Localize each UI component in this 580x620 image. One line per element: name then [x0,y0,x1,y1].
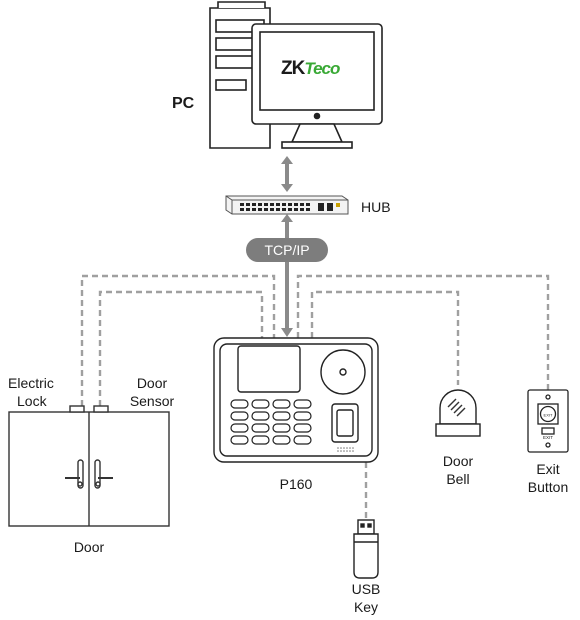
speaker-dot [343,450,345,452]
hub-port [264,203,268,206]
keypad-key [230,435,249,445]
pc-label: PC [172,95,195,112]
hub-port [252,203,256,206]
door-sensor-label-line2: Sensor [129,393,175,409]
hub-led [336,203,340,207]
door-bell-icon [435,389,481,437]
door-label: Door [73,539,105,555]
svg-text:EXIT: EXIT [543,435,553,440]
hub-port [288,203,292,206]
device-label: P160 [279,476,313,492]
hub-icon [225,195,349,215]
keypad-key [251,411,270,421]
hub-port [327,203,333,211]
hub-port [282,208,286,211]
exit-button-icon: EXIT EXIT [527,389,569,453]
speaker-dot [349,447,351,449]
electric-lock-label-line1: Electric [8,375,54,391]
hub-port [300,208,304,211]
svg-text:EXIT: EXIT [544,413,553,418]
hub-device-link [281,214,293,337]
usb-key-label-line2: Key [353,599,379,615]
hub-port [282,203,286,206]
zkteco-logo: ZKTeco [281,58,340,79]
door-sensor-label-line1: Door [136,375,168,391]
hub-port [288,208,292,211]
hub-port [240,203,244,206]
speaker-dot [352,450,354,452]
hub-port [252,208,256,211]
door-icon [8,405,170,527]
keypad-key [230,399,249,409]
tcp-ip-label: TCP/IP [264,242,310,258]
hub-port [300,203,304,206]
keypad-key [293,435,312,445]
hub-port [276,208,280,211]
hub-port [246,208,250,211]
door-bell-label-line1: Door [442,453,474,469]
keypad-key [251,435,270,445]
door-bell-label-line2: Bell [446,471,470,487]
hub-label: HUB [361,199,391,215]
keypad-key [251,423,270,433]
speaker-dot [340,450,342,452]
speaker-dot [337,447,339,449]
hub-port [258,208,262,211]
hub-port [258,203,262,206]
speaker-dot [346,447,348,449]
speaker-dot [340,447,342,449]
hub-port [270,208,274,211]
hub-port [246,203,250,206]
usb-key-icon [353,519,379,579]
electric-lock-label-line2: Lock [17,393,47,409]
keypad-key [230,423,249,433]
dashed-wiring [80,274,550,518]
hub-port [306,208,310,211]
tcp-ip-badge [246,238,328,262]
keypad-key [272,423,291,433]
hub-port [318,203,324,211]
speaker-dot [346,450,348,452]
keypad-key [293,411,312,421]
keypad-key [293,399,312,409]
p160-device-icon [213,337,379,463]
usb-key-label-line1: USB [351,581,381,597]
hub-port [276,203,280,206]
hub-port [294,208,298,211]
speaker-dot [349,450,351,452]
monitor-icon [251,23,383,149]
keypad-key [272,435,291,445]
hub-port [240,208,244,211]
keypad-key [293,423,312,433]
speaker-dot [352,447,354,449]
pc-hub-link [281,156,293,192]
speaker-dot [343,447,345,449]
keypad-key [272,411,291,421]
hub-port [306,203,310,206]
exit-button-label-line1: Exit [536,461,560,477]
keypad-key [230,411,249,421]
keypad-key [272,399,291,409]
hub-port [264,208,268,211]
speaker-dot [337,450,339,452]
exit-button-label-line2: Button [527,479,569,495]
hub-port [294,203,298,206]
hub-port [270,203,274,206]
keypad-key [251,399,270,409]
